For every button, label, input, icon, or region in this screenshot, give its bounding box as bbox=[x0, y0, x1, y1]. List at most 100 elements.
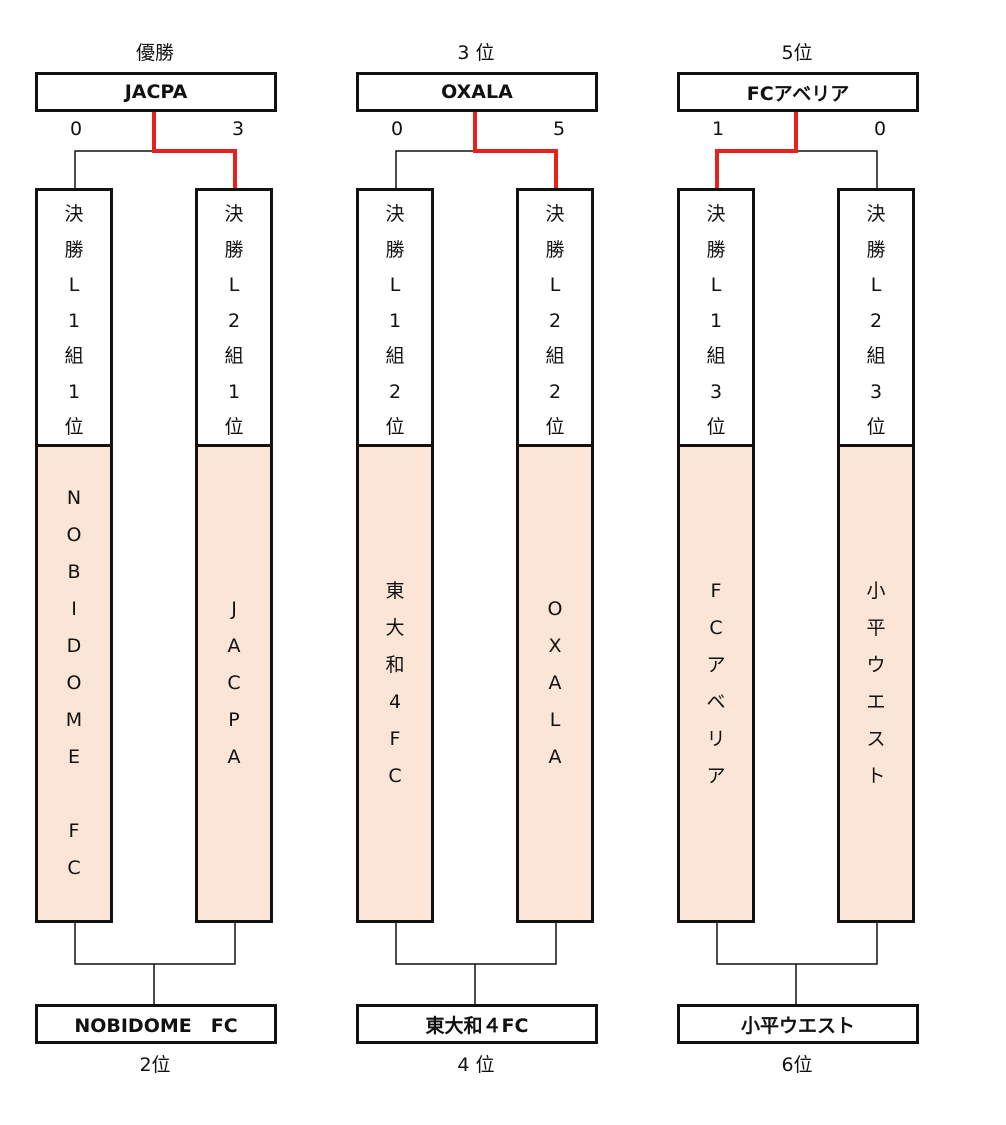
vertical-char: J bbox=[231, 598, 237, 620]
vertical-char: 組 bbox=[64, 345, 84, 367]
vertical-char: D bbox=[66, 635, 82, 657]
winner-rank: 3 位 bbox=[457, 42, 495, 64]
vertical-char: L bbox=[228, 274, 240, 296]
vertical-char: 決 bbox=[866, 203, 886, 225]
vertical-char: A bbox=[548, 746, 562, 768]
vertical-char: ト bbox=[866, 764, 886, 787]
vertical-char: 決 bbox=[545, 203, 565, 225]
vertical-char: 決 bbox=[706, 203, 726, 225]
vertical-char: ア bbox=[706, 764, 726, 787]
vertical-char: 小 bbox=[866, 579, 886, 602]
loser-name-box: NOBIDOME FC bbox=[35, 1004, 277, 1044]
winner-path bbox=[715, 112, 798, 188]
vertical-char: 平 bbox=[866, 616, 886, 639]
vertical-char: L bbox=[68, 274, 80, 296]
vertical-char: 1 bbox=[67, 309, 81, 332]
vertical-char: L bbox=[870, 274, 882, 296]
vertical-char: A bbox=[227, 746, 241, 768]
score-right: 0 bbox=[873, 118, 887, 140]
vertical-char: 3 bbox=[869, 380, 883, 403]
vertical-char: L bbox=[549, 709, 561, 731]
vertical-char: M bbox=[65, 709, 83, 731]
vertical-char: 位 bbox=[866, 416, 886, 438]
vertical-char: ウ bbox=[866, 653, 886, 676]
vertical-char: F bbox=[389, 727, 401, 750]
vertical-char: 勝 bbox=[64, 238, 84, 261]
vertical-char: エ bbox=[866, 690, 886, 713]
score-left: 0 bbox=[69, 118, 83, 140]
connector-left bbox=[74, 150, 154, 188]
connector-left bbox=[395, 150, 475, 188]
vertical-char: N bbox=[66, 487, 82, 509]
vertical-char: 2 bbox=[388, 380, 402, 403]
vertical-char: A bbox=[227, 635, 241, 657]
vertical-char: 勝 bbox=[545, 238, 565, 261]
vertical-char: C bbox=[227, 672, 241, 694]
vertical-char: E bbox=[67, 746, 80, 768]
score-left: 1 bbox=[711, 118, 725, 140]
vertical-char: 位 bbox=[224, 416, 244, 438]
vertical-char: L bbox=[710, 274, 722, 296]
vertical-char: 1 bbox=[388, 309, 402, 332]
connector-right bbox=[796, 150, 878, 188]
score-right: 3 bbox=[231, 118, 245, 140]
vertical-char: 決 bbox=[224, 203, 244, 225]
score-right: 5 bbox=[552, 118, 566, 140]
loser-connector bbox=[716, 923, 878, 965]
vertical-char: F bbox=[68, 820, 80, 842]
winner-rank: 優勝 bbox=[135, 42, 174, 64]
vertical-char: 東 bbox=[385, 579, 405, 602]
loser-rank: 6位 bbox=[781, 1054, 813, 1076]
vertical-char: 和 bbox=[385, 653, 405, 676]
loser-rank: 4 位 bbox=[457, 1054, 495, 1076]
vertical-char: I bbox=[71, 598, 77, 620]
vertical-char: 位 bbox=[385, 416, 405, 438]
vertical-char: 大 bbox=[385, 616, 405, 639]
vertical-char: F bbox=[710, 579, 722, 602]
vertical-char: 組 bbox=[866, 345, 886, 367]
vertical-char: 組 bbox=[385, 345, 405, 367]
vertical-char: 1 bbox=[227, 380, 241, 403]
loser-connector bbox=[395, 923, 557, 965]
vertical-char: 4 bbox=[388, 690, 402, 713]
bracket-lines bbox=[74, 112, 237, 1004]
score-left: 0 bbox=[390, 118, 404, 140]
vertical-char: C bbox=[388, 764, 402, 787]
vertical-char: 位 bbox=[545, 416, 565, 438]
vertical-char: 勝 bbox=[706, 238, 726, 261]
vertical-char: 2 bbox=[548, 309, 562, 332]
vertical-char: P bbox=[228, 709, 240, 731]
vertical-char: L bbox=[549, 274, 561, 296]
loser-name-box: 小平ウエスト bbox=[677, 1004, 919, 1044]
vertical-char: 1 bbox=[709, 309, 723, 332]
winner-path bbox=[473, 112, 558, 188]
winner-path bbox=[152, 112, 237, 188]
vertical-char: X bbox=[548, 635, 562, 657]
vertical-char: O bbox=[66, 524, 82, 546]
loser-name-box: 東大和４FC bbox=[356, 1004, 598, 1044]
team-name: 小平ウエスト bbox=[840, 447, 912, 920]
vertical-char: 組 bbox=[545, 345, 565, 367]
vertical-char: 1 bbox=[67, 380, 81, 403]
vertical-char: ス bbox=[866, 727, 886, 750]
vertical-char: 勝 bbox=[224, 238, 244, 261]
bracket-lines bbox=[395, 112, 558, 1004]
vertical-char: リ bbox=[706, 727, 726, 750]
vertical-char: 位 bbox=[64, 416, 84, 438]
vertical-char: 位 bbox=[706, 416, 726, 438]
vertical-char: O bbox=[547, 598, 563, 620]
